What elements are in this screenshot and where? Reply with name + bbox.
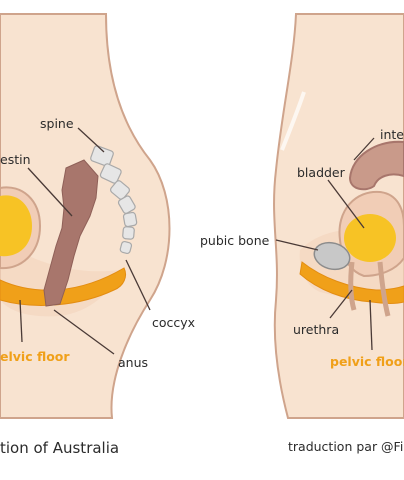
- left-panel: spine estin coccyx anus elvic floor tion…: [0, 13, 195, 457]
- left-label-spine: spine: [40, 116, 74, 131]
- left-leader-anus: [53, 309, 115, 355]
- left-vertebra-4: [117, 195, 136, 214]
- left-spine: [90, 145, 138, 255]
- right-leader-intestine: [353, 137, 375, 161]
- right-bladder: [344, 214, 396, 262]
- left-vertebra-3: [109, 180, 131, 200]
- right-label-pelvic-floor: pelvic floor: [330, 354, 404, 369]
- right-urethra: [348, 261, 357, 311]
- right-panel: inte bladder pubic bone urethra pelvic f…: [200, 13, 404, 454]
- left-vertebra-1: [90, 145, 114, 167]
- right-intestine: [348, 140, 404, 191]
- left-label-coccyx: coccyx: [152, 315, 195, 330]
- left-label-intestine: estin: [0, 152, 31, 167]
- left-vertebra-6: [122, 226, 135, 240]
- right-posterior-channel: [377, 261, 391, 317]
- right-label-intestine: inte: [380, 127, 404, 142]
- right-skin-crease: [280, 91, 306, 151]
- left-vertebra-7: [119, 240, 133, 255]
- left-leader-pelvic-floor: [19, 299, 23, 343]
- left-leader-spine: [77, 127, 105, 153]
- left-vertebra-5: [122, 211, 138, 228]
- right-leader-pubic-bone: [275, 239, 319, 251]
- right-label-pubic-bone: pubic bone: [200, 233, 270, 248]
- left-leader-intestine: [27, 167, 73, 217]
- right-body-silhouette: [273, 13, 404, 419]
- right-leader-urethra: [329, 289, 353, 319]
- right-pubic-bone: [313, 241, 351, 271]
- right-label-bladder: bladder: [297, 165, 346, 180]
- left-vertebra-2: [99, 163, 122, 184]
- right-credit: traduction par @Fi: [288, 439, 403, 454]
- left-label-anus: anus: [118, 355, 148, 370]
- right-label-urethra: urethra: [293, 322, 339, 337]
- left-credit: tion of Australia: [0, 439, 119, 457]
- left-leader-coccyx: [125, 259, 151, 311]
- left-bladder: [0, 195, 32, 257]
- left-intestine: [43, 159, 99, 307]
- right-leader-bladder: [327, 179, 365, 229]
- left-label-pelvic-floor: elvic floor: [0, 349, 70, 364]
- right-leader-pelvic-floor: [369, 299, 373, 351]
